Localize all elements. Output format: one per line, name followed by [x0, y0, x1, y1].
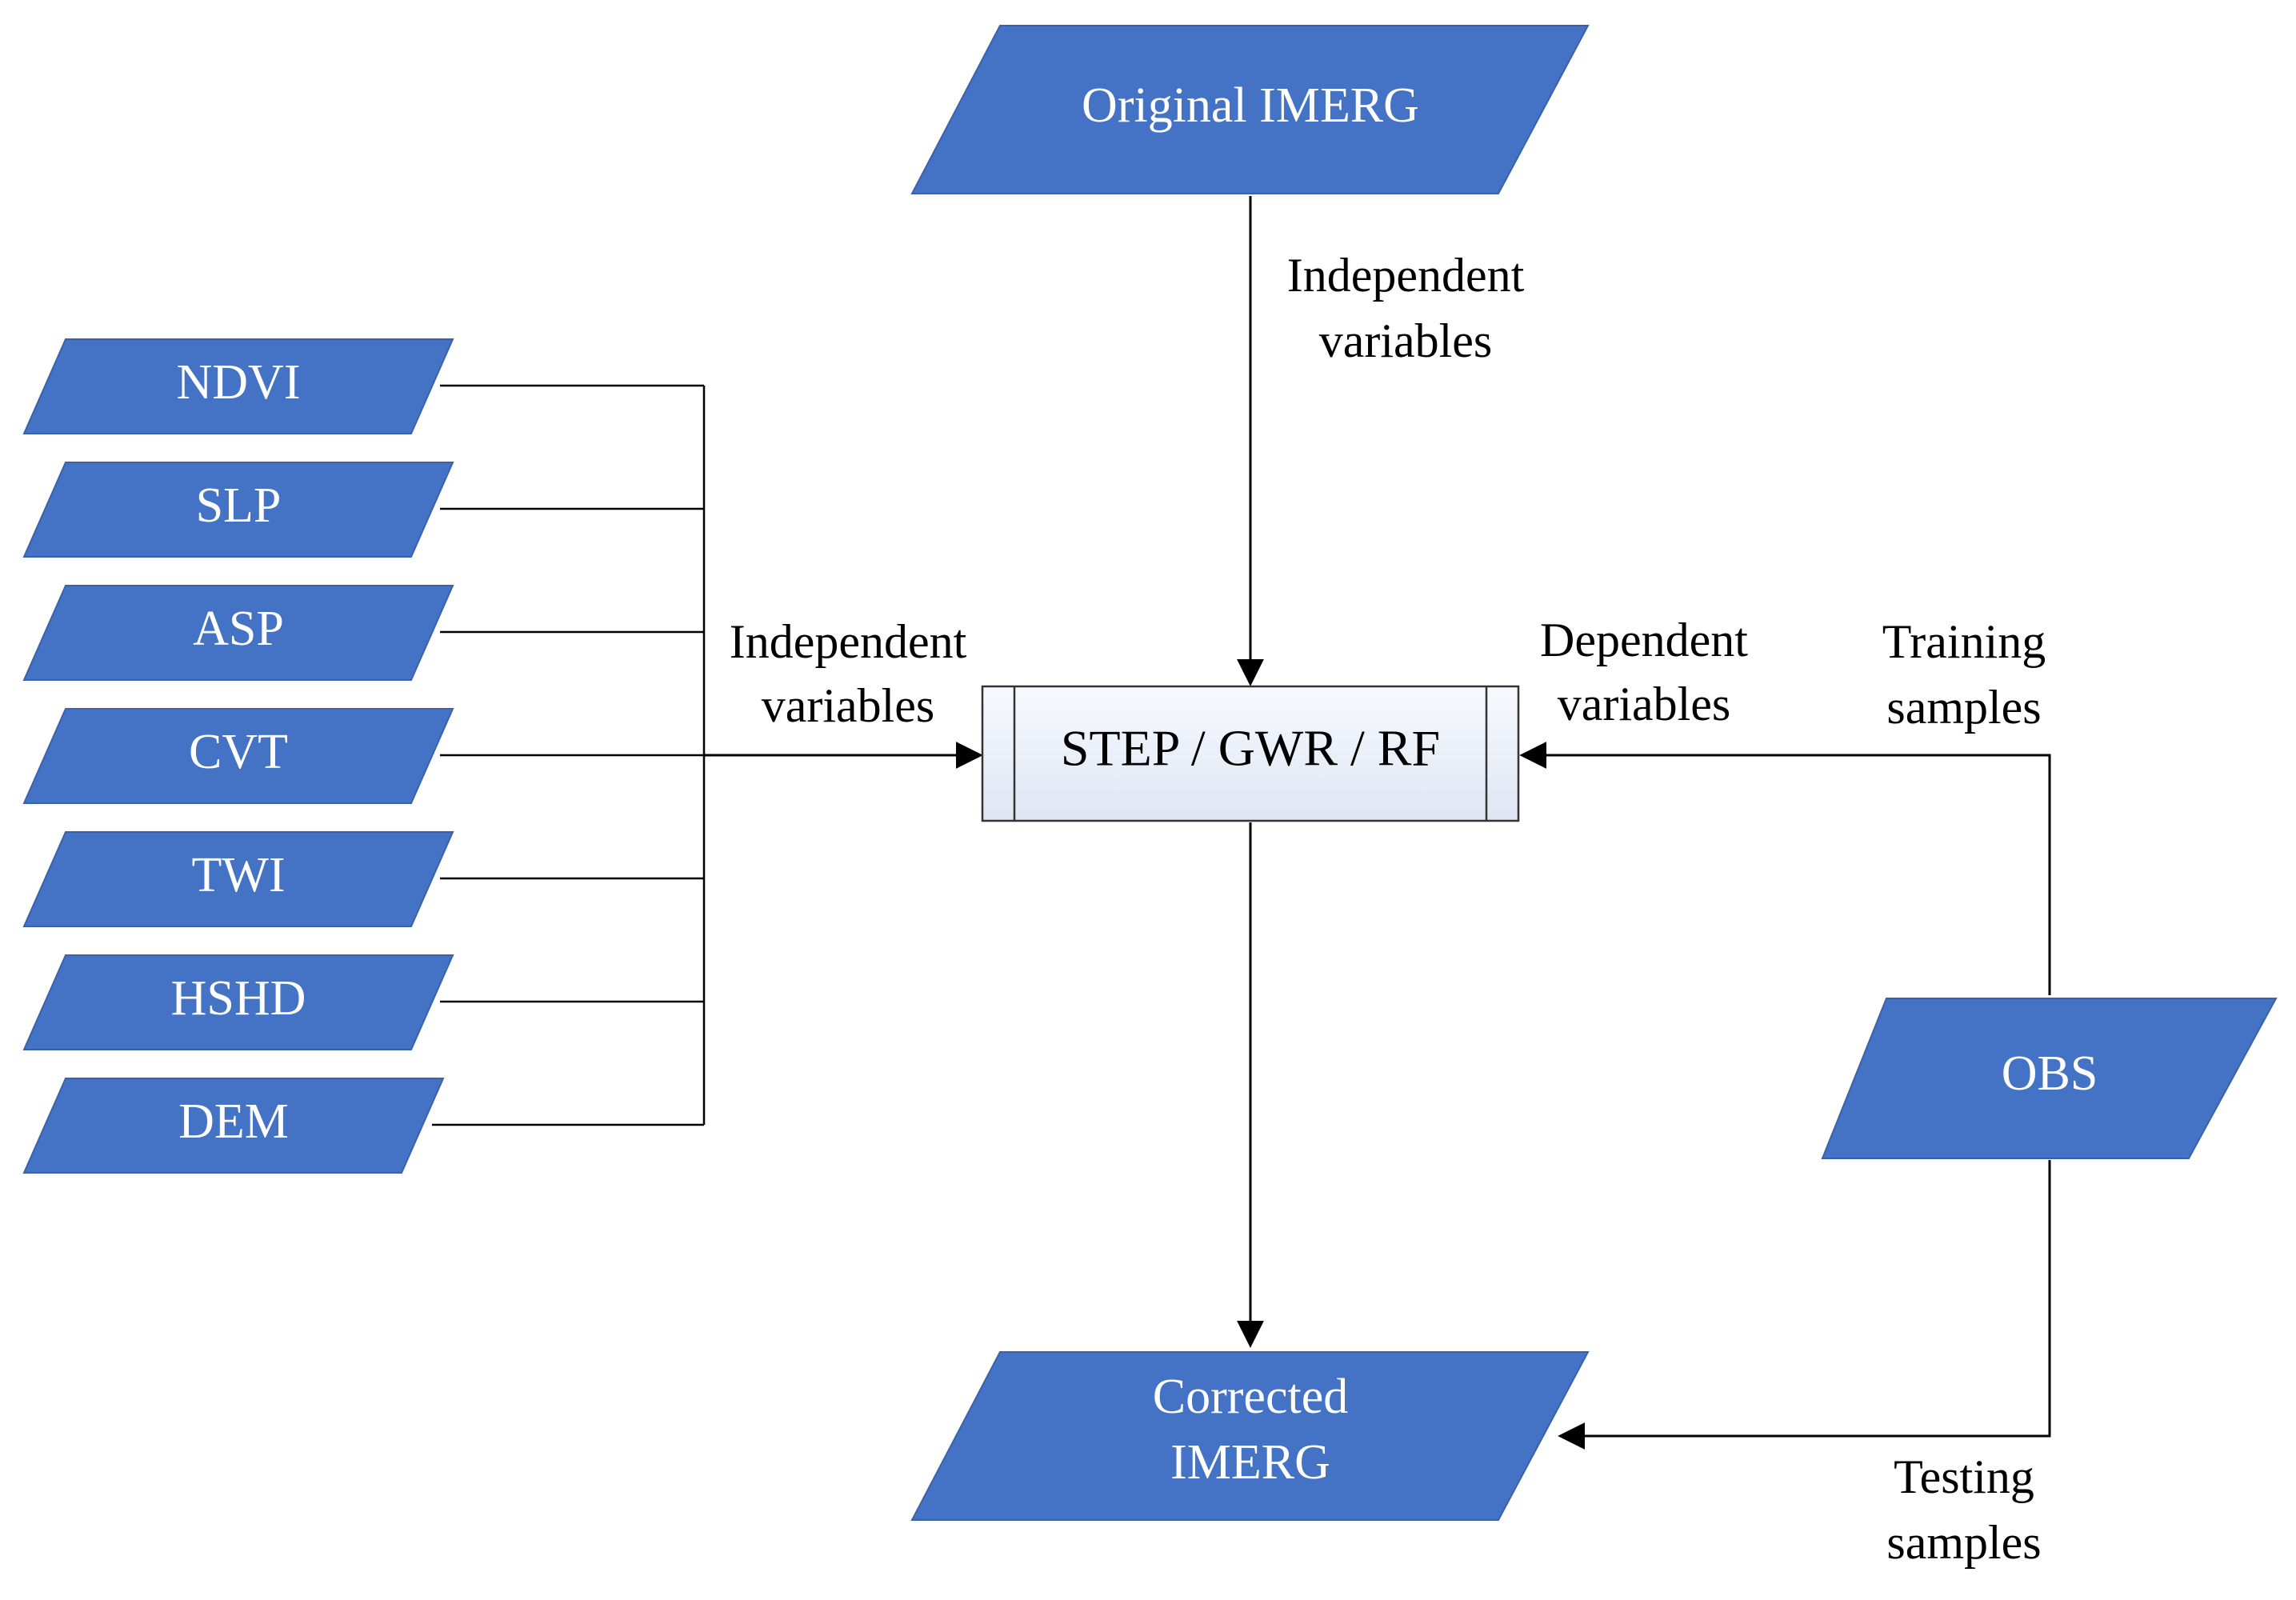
arrow-obs-training-to-process [1519, 742, 2051, 995]
node-original-imerg-label: Original IMERG [1082, 78, 1419, 133]
node-slp: SLP [22, 462, 454, 558]
label-dependent-line2: variables [1558, 678, 1731, 730]
node-twi: TWI [22, 831, 454, 927]
node-hshd-label: HSHD [171, 971, 306, 1026]
node-process: STEP / GWR / RF [981, 685, 1520, 822]
label-top-independent-line1: Independent [1287, 249, 1525, 302]
label-training-line1: Training [1882, 615, 2046, 668]
label-testing-samples: Testing samples [1886, 1450, 2041, 1569]
label-training-line2: samples [1886, 681, 2041, 734]
node-corrected-imerg-label-line1: Corrected [1153, 1370, 1348, 1424]
label-dependent-line1: Dependent [1540, 614, 1748, 666]
node-hshd: HSHD [22, 954, 454, 1050]
node-original-imerg: Original IMERG [910, 25, 1590, 194]
label-testing-line2: samples [1886, 1516, 2041, 1569]
node-obs: OBS [1821, 998, 2278, 1159]
node-ndvi: NDVI [22, 338, 454, 434]
label-top-independent-line2: variables [1319, 314, 1493, 367]
node-cvt: CVT [22, 708, 454, 804]
node-dem: DEM [22, 1078, 445, 1174]
label-dependent-variables: Dependent variables [1540, 614, 1748, 730]
node-slp-label: SLP [196, 478, 282, 533]
node-dem-label: DEM [178, 1094, 289, 1149]
label-training-samples: Training samples [1882, 615, 2046, 734]
node-ndvi-label: NDVI [177, 355, 301, 410]
node-asp-label: ASP [193, 602, 284, 656]
node-corrected-imerg-label-line2: IMERG [1170, 1435, 1330, 1490]
node-asp: ASP [22, 585, 454, 681]
label-left-independent-line1: Independent [730, 615, 967, 668]
node-twi-label: TWI [191, 848, 285, 902]
arrow-obs-testing-to-corrected [1558, 1160, 2051, 1450]
node-corrected-imerg: Corrected IMERG [910, 1351, 1590, 1521]
label-testing-line1: Testing [1894, 1450, 2034, 1503]
node-process-label: STEP / GWR / RF [1061, 720, 1440, 777]
node-cvt-label: CVT [189, 725, 288, 779]
label-top-independent-variables: Independent variables [1287, 249, 1525, 367]
label-left-independent-line2: variables [762, 679, 935, 732]
node-obs-label: OBS [2002, 1046, 2098, 1101]
label-left-independent-variables: Independent variables [730, 615, 967, 732]
